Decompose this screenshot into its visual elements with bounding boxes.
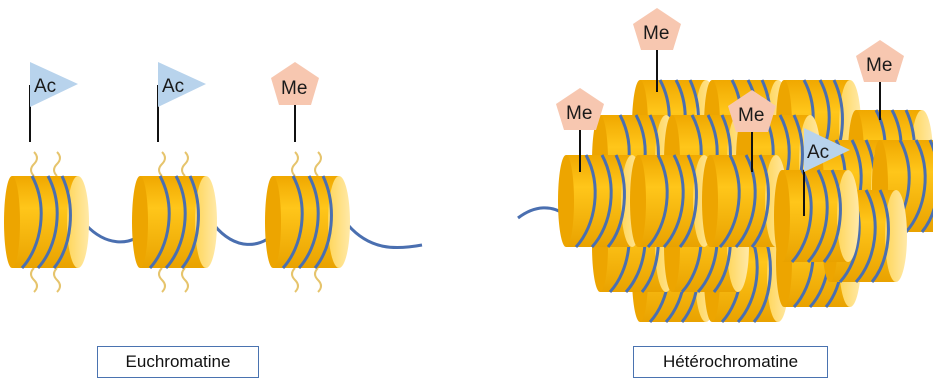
methyl-pentagon-1: Me bbox=[271, 62, 319, 105]
methyl-pentagon-5: Me bbox=[728, 90, 776, 132]
acetyl-label: Ac bbox=[162, 76, 184, 97]
acetyl-flag-2: Ac bbox=[158, 62, 206, 107]
acetyl-label: Ac bbox=[807, 142, 829, 163]
methyl-pentagon-3: Me bbox=[856, 40, 904, 82]
acetyl-label: Ac bbox=[34, 76, 56, 97]
methyl-label: Me bbox=[643, 23, 669, 44]
euchromatin-nucleosome-2 bbox=[130, 150, 219, 294]
methyl-label: Me bbox=[738, 105, 764, 126]
acetyl-flag-3: Ac bbox=[804, 128, 850, 172]
euchromatin-caption: Euchromatine bbox=[97, 346, 259, 378]
methyl-label: Me bbox=[281, 78, 307, 99]
acetyl-flag-1: Ac bbox=[30, 62, 78, 107]
methyl-label: Me bbox=[866, 55, 892, 76]
methyl-pentagon-2: Me bbox=[633, 8, 681, 50]
euchromatin-nucleosome-3 bbox=[263, 150, 352, 294]
methyl-label: Me bbox=[566, 103, 592, 124]
methyl-pentagon-4: Me bbox=[556, 88, 604, 130]
euchromatin-nucleosome-1 bbox=[2, 150, 91, 294]
heterochromatin-caption: Hétérochromatine bbox=[633, 346, 828, 378]
